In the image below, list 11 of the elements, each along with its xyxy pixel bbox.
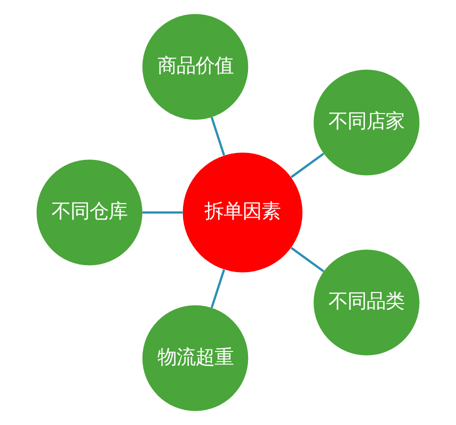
connector: [210, 269, 226, 308]
connector: [210, 116, 226, 156]
node-circle: 不同品类: [314, 250, 420, 356]
connector: [290, 152, 324, 178]
node-circle: 拆单因素: [182, 152, 302, 272]
node-circle: 不同店家: [314, 70, 420, 176]
connector: [290, 246, 324, 272]
node-circle: 不同仓库: [36, 160, 142, 266]
connector: [142, 211, 183, 214]
node-circle: 商品价值: [142, 14, 248, 120]
node-circle: 物流超重: [142, 305, 248, 412]
